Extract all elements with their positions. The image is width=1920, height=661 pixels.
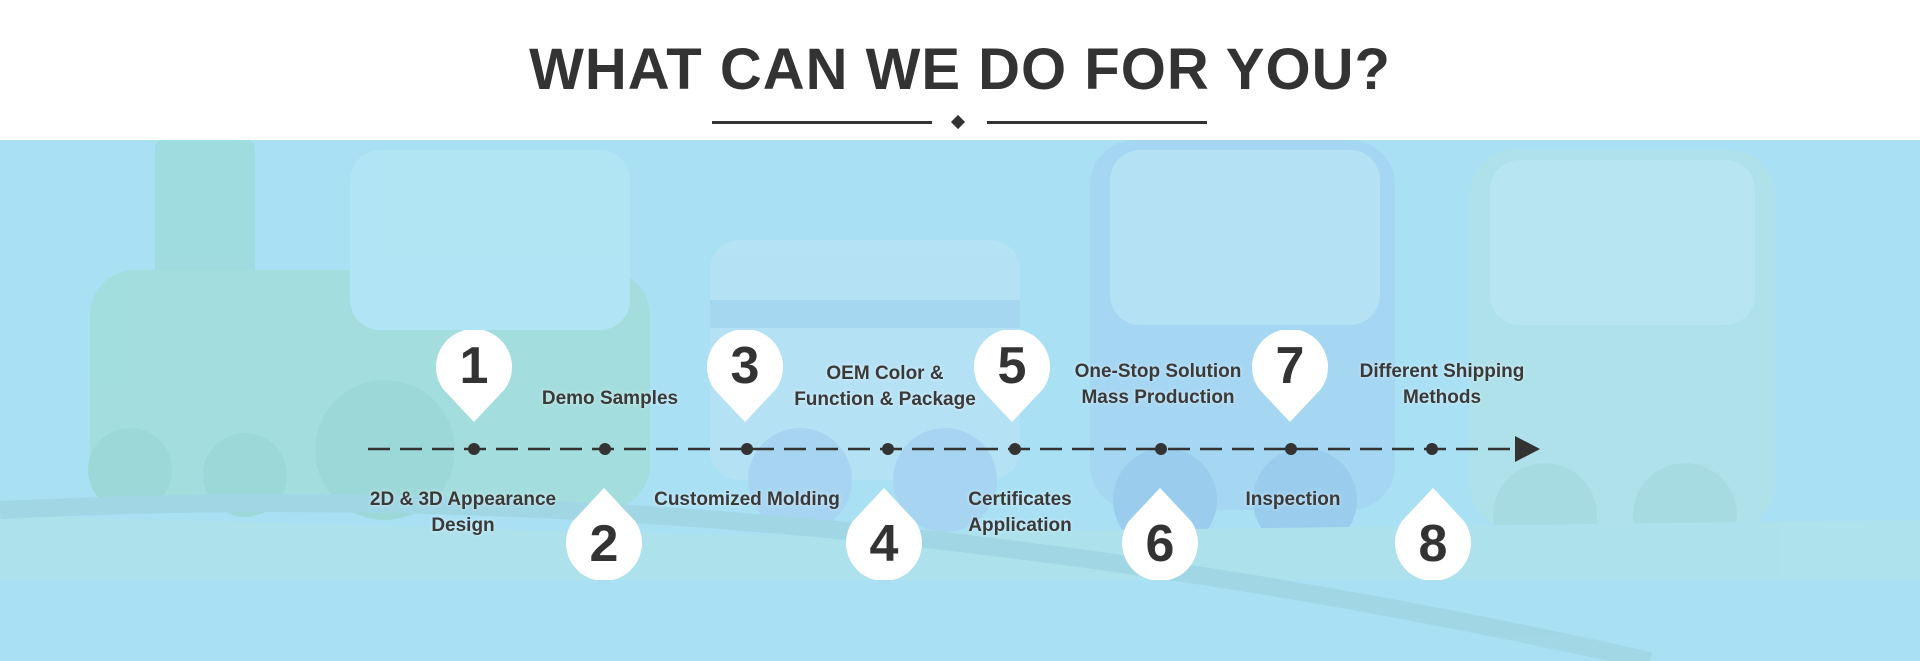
step-8-pin: 8 [1395, 486, 1471, 580]
step-5-pin: 5 [974, 330, 1050, 424]
timeline [368, 436, 1540, 462]
step-7-number: 7 [1275, 337, 1305, 395]
step-3-dot [741, 443, 753, 455]
step-8-dot [1426, 443, 1438, 455]
step-4-label: OEM Color & Function & Package [794, 363, 976, 410]
arrow-right-icon [1515, 436, 1540, 462]
step-8-number: 8 [1418, 515, 1448, 573]
title-divider-diamond [950, 114, 966, 130]
step-7-dot [1285, 443, 1297, 455]
pin-shape [436, 330, 512, 422]
step-6-label: One-Stop Solution Mass Production [1074, 361, 1242, 408]
step-5-dot [1009, 443, 1021, 455]
title-divider-left [712, 121, 932, 124]
header: WHAT CAN WE DO FOR YOU? [0, 0, 1920, 140]
step-5-label: Certificates Application [968, 489, 1072, 536]
step-3-pin: 3 [707, 330, 783, 424]
step-1-number: 1 [459, 337, 489, 395]
bg-truck4-window [1490, 160, 1755, 325]
step-2-number: 2 [589, 515, 619, 573]
step-7-label: Inspection [1245, 489, 1341, 510]
pin-shape [707, 330, 783, 422]
page-title: WHAT CAN WE DO FOR YOU? [529, 37, 1391, 102]
bg-truck2-stripe [710, 300, 1020, 328]
bg-road-line [0, 494, 1652, 661]
step-2-dot [599, 443, 611, 455]
pin-shape [1122, 488, 1198, 580]
step-6-pin: 6 [1122, 486, 1198, 580]
bg-wheel [748, 428, 852, 532]
bg-truck1-window [350, 150, 630, 330]
pin-shape [1252, 330, 1328, 422]
step-4-pin: 4 [846, 486, 922, 580]
pin-shape [846, 488, 922, 580]
step-1-pin: 1 [436, 330, 512, 424]
step-7-pin: 7 [1252, 330, 1328, 424]
bg-wheel [88, 428, 172, 512]
pin-shape [1395, 488, 1471, 580]
process-banner: 1 2D & 3D Appearance Design 2 Demo Sampl… [0, 140, 1920, 661]
step-1-label: 2D & 3D Appearance Design [369, 489, 557, 536]
title-divider-right [987, 121, 1207, 124]
step-6-dot [1155, 443, 1167, 455]
step-4-dot [882, 443, 894, 455]
pin-shape [566, 488, 642, 580]
step-1-dot [468, 443, 480, 455]
bg-wheel [1253, 448, 1357, 552]
step-3-number: 3 [730, 337, 760, 395]
step-2-label: Demo Samples [541, 388, 679, 409]
step-6-number: 6 [1145, 515, 1175, 573]
step-5-number: 5 [997, 337, 1027, 395]
step-8-label: Different Shipping Methods [1359, 361, 1525, 408]
pin-shape [974, 330, 1050, 422]
step-2-pin: 2 [566, 486, 642, 580]
step-4-number: 4 [869, 515, 899, 573]
bg-truck3-window [1110, 150, 1380, 325]
step-3-label: Customized Molding [654, 489, 840, 510]
bg-wheel [893, 428, 997, 532]
